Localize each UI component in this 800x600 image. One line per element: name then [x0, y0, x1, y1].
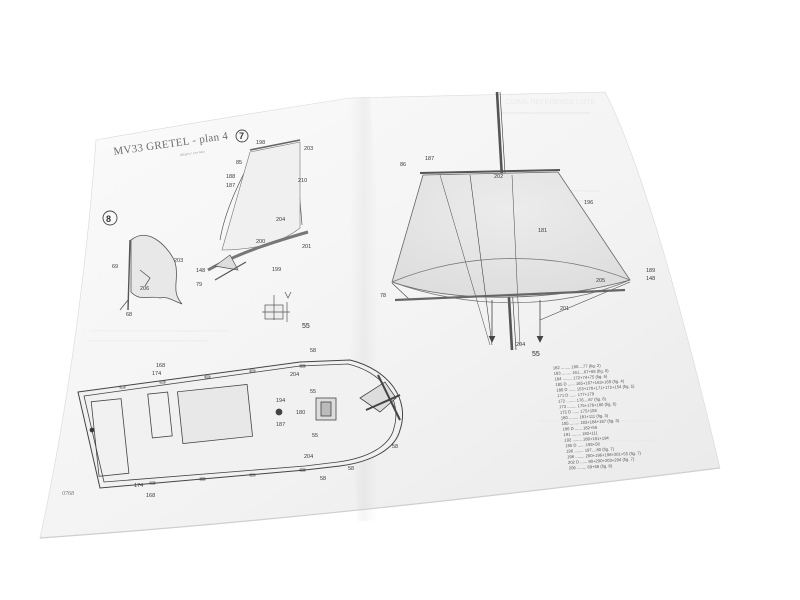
parts-table-row: 196 ........ 197....80 (fig. 7) [566, 446, 615, 454]
parts-table-row: 175 D ...... 175+158 [560, 408, 598, 415]
plan-number: 7 [239, 131, 244, 141]
label-189: 189 [646, 268, 655, 274]
label-55: 55 [532, 351, 540, 358]
parts-table-row: 192 ........ 189+191+194 [564, 435, 609, 442]
label-196: 196 [584, 200, 593, 206]
plan-number-circle [235, 129, 249, 143]
label-168-lower: 168 [146, 493, 155, 499]
label-206: 206 [140, 286, 149, 292]
label-148: 148 [646, 276, 655, 282]
label-55-deck: 55 [310, 389, 316, 395]
parts-table-row: 173 ........ 175+178+180 (fig. 6) [559, 401, 617, 409]
deck-plan-labels: 168 174 58 204 55 194 180 187 55 174 168… [134, 348, 398, 499]
plan-subtitle: Allegrini / Leo Navi [180, 150, 206, 157]
label-86: 86 [400, 162, 406, 168]
label-187: 187 [276, 422, 285, 428]
label-68: 68 [126, 312, 132, 318]
label-203: 203 [174, 258, 183, 264]
mast-sail-drawing [391, 91, 631, 351]
parts-table-row: 191 ........ 183+111 [563, 430, 598, 437]
parts-table-row: 185 D ...... 165+167+163+169 (fig. 4) [555, 378, 625, 387]
parts-table-row: 184 ........ 172+74+75 (fig. 6) [554, 374, 608, 382]
label-58: 58 [310, 348, 316, 354]
footer-code: 0768 [62, 491, 74, 497]
parts-table-row: 186 D ...... 182+56 [562, 425, 597, 432]
sail-detail-labels: 198 85 188 187 203 210 204 200 201 148 1… [196, 140, 313, 288]
parts-table-row: 198 ........ 200+196+198+201+55 (fig. 7) [567, 450, 642, 459]
flag-detail-labels: 8 69 203 206 68 [106, 214, 183, 318]
label-148: 148 [196, 268, 205, 274]
parts-table-row: 195 D ...... 193+58 [565, 441, 600, 448]
label-58-bow: 58 [392, 444, 398, 450]
label-79: 79 [196, 282, 202, 288]
sail-detail-drawing [207, 139, 309, 281]
label-174-lower: 174 [134, 483, 143, 489]
label-201: 201 [302, 244, 311, 250]
label-188: 188 [226, 174, 235, 180]
ghost-header: CORAL REFERENCE LISTE [505, 99, 596, 106]
label-203: 203 [304, 146, 313, 152]
label-200: 200 [256, 239, 265, 245]
label-210: 210 [298, 178, 307, 184]
label-55-deck-lower: 55 [312, 433, 318, 439]
label-69: 69 [112, 264, 118, 270]
parts-table-row: 180 ........ 181+111 (fig. 3) [561, 413, 609, 421]
deck-plan-drawing [77, 359, 404, 489]
label-180: 180 [296, 410, 305, 416]
parts-table-row: 202 D ...... 80+200+203+204 (fig. 7) [568, 456, 635, 465]
belay-detail-drawing [262, 291, 292, 322]
parts-table-row: 172 ........ 176....87 (fig. 6) [558, 396, 607, 404]
parts-table: 182 ........ 160....77 (fig. 2)183 .....… [553, 363, 642, 471]
label-58-lower: 58 [320, 476, 326, 482]
label-204: 204 [290, 372, 299, 378]
parts-table-row: 183 ........ 161....67+68 (fig. 6) [554, 368, 610, 376]
label-58-stern: 58 [348, 466, 354, 472]
label-194: 194 [276, 398, 285, 404]
label-202: 202 [494, 174, 503, 180]
mast-sail-labels: 86 187 202 196 181 189 148 78 205 201 20… [380, 156, 655, 358]
label-187: 187 [226, 183, 235, 189]
label-55-belay: 55 [302, 323, 310, 330]
label-174: 174 [152, 371, 161, 377]
parts-table-row: 206 ........ 69+68 (fig. 8) [569, 463, 613, 470]
label-199: 199 [272, 267, 281, 273]
label-187: 187 [425, 156, 434, 162]
label-85: 85 [236, 160, 242, 166]
parts-table-row: 185 ........ 183+184+187 (fig. 3) [562, 418, 620, 426]
label-181: 181 [538, 228, 547, 234]
label-204: 204 [516, 342, 525, 348]
flag-detail-drawing [102, 210, 183, 311]
parts-table-row: 171 D ...... 177+179 [557, 391, 595, 398]
label-204: 204 [276, 217, 285, 223]
flag-detail-number: 8 [106, 214, 111, 224]
label-201: 201 [560, 306, 569, 312]
label-204-lower: 204 [304, 454, 313, 460]
label-198: 198 [256, 140, 265, 146]
parts-table-row: 186 D ...... 153+170+171+172+154 (fig. 5… [556, 383, 635, 392]
label-78: 78 [380, 293, 386, 299]
parts-table-row: 182 ........ 160....77 (fig. 2) [553, 363, 602, 371]
label-205: 205 [596, 278, 605, 284]
label-168: 168 [156, 363, 165, 369]
